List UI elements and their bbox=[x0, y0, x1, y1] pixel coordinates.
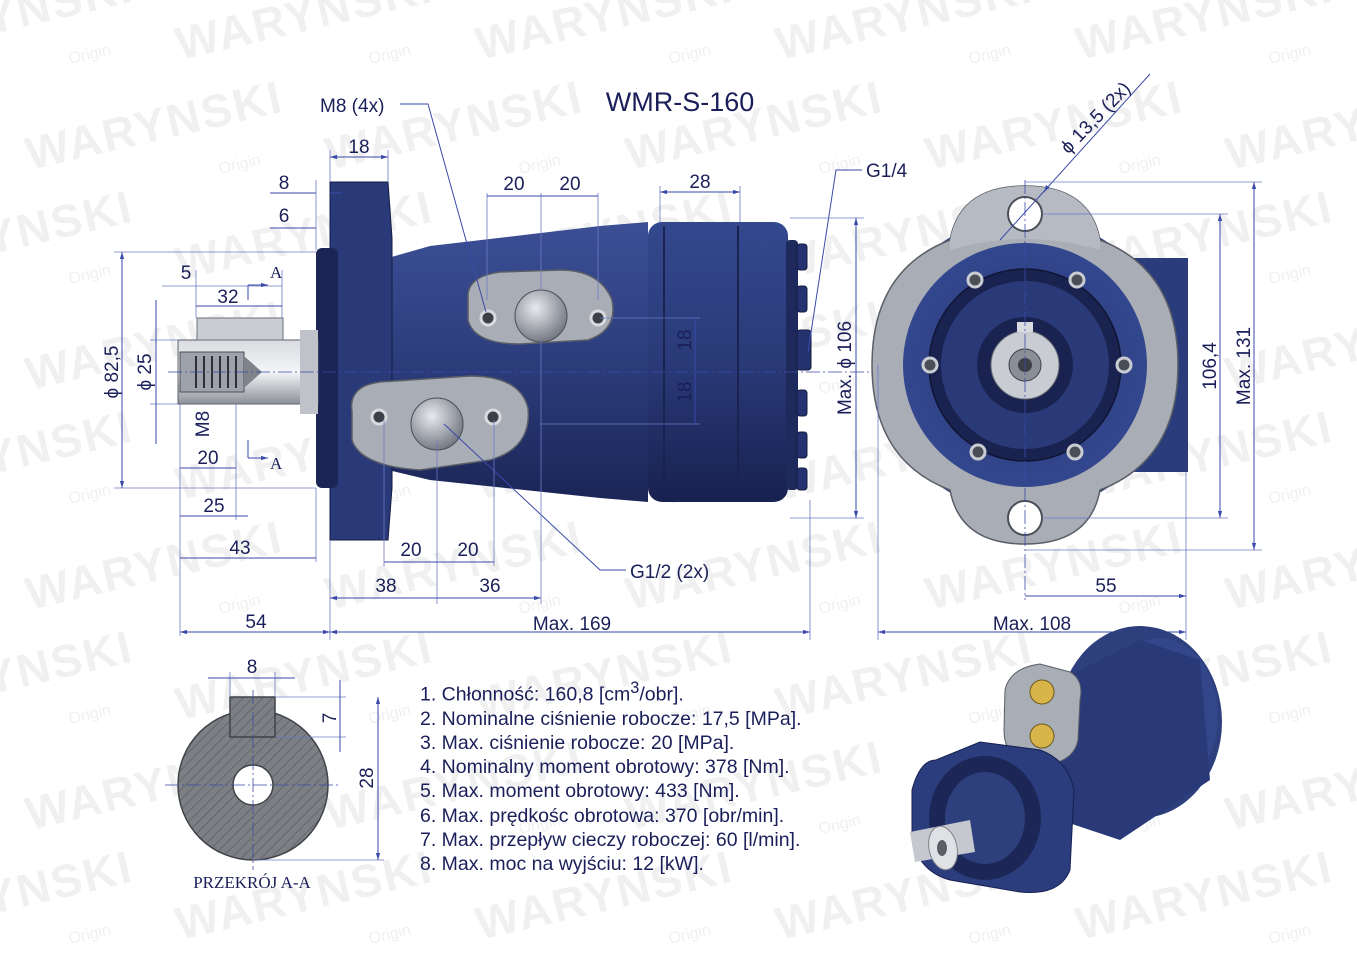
spec-item: 2. Nominalne ciśnienie robocze: 17,5 [MP… bbox=[420, 707, 802, 730]
spec-item: 8. Max. moc na wyjściu: 12 [kW]. bbox=[420, 852, 704, 875]
dim-max-108: Max. 108 bbox=[993, 614, 1071, 635]
dim-max-phi-106: Max. ϕ 106 bbox=[835, 321, 856, 415]
watermark-subtext: Origin bbox=[1267, 42, 1312, 68]
watermark-text: WARYNSKI bbox=[1221, 70, 1357, 180]
dim-38: 38 bbox=[375, 576, 396, 597]
section-marker-a-bottom: A bbox=[270, 454, 283, 473]
watermark-subtext: Origin bbox=[67, 702, 112, 728]
dim-18-a: 18 bbox=[675, 329, 696, 350]
spec-item: 5. Max. moment obrotowy: 433 [Nm]. bbox=[420, 780, 740, 803]
watermark-subtext: Origin bbox=[67, 482, 112, 508]
dim-25-low: 25 bbox=[203, 496, 224, 517]
section-title: PRZEKRÓJ A-A bbox=[193, 873, 311, 892]
dim-6: 6 bbox=[279, 206, 290, 227]
dim-max-169: Max. 169 bbox=[533, 614, 611, 635]
dim-18-top: 18 bbox=[348, 137, 369, 158]
spec-item: 4. Nominalny moment obrotowy: 378 [Nm]. bbox=[420, 756, 790, 779]
section-dim-8: 8 bbox=[247, 657, 258, 678]
section-dim-7: 7 bbox=[320, 713, 341, 724]
spec-item: 3. Max. ciśnienie robocze: 20 [MPa]. bbox=[420, 731, 735, 754]
watermark-subtext: Origin bbox=[367, 922, 412, 948]
watermark-subtext: Origin bbox=[667, 42, 712, 68]
shaft-key bbox=[196, 317, 284, 341]
section-dim-28: 28 bbox=[357, 767, 378, 788]
watermark-subtext: Origin bbox=[967, 42, 1012, 68]
section-a-a: 8 7 28 PRZEKRÓJ A-A bbox=[165, 657, 384, 892]
watermark-subtext: Origin bbox=[967, 922, 1012, 948]
dim-18-b: 18 bbox=[675, 381, 696, 402]
spec-item: 1. Chłonność: 160,8 [cm3/obr]. bbox=[420, 679, 684, 706]
stator-body bbox=[648, 222, 788, 502]
watermark-subtext: Origin bbox=[1267, 702, 1312, 728]
watermark-subtext: Origin bbox=[1267, 922, 1312, 948]
dim-32: 32 bbox=[217, 287, 238, 308]
watermark-subtext: Origin bbox=[1117, 152, 1162, 178]
dim-8: 8 bbox=[279, 173, 290, 194]
front-bolts bbox=[921, 271, 1133, 461]
watermark-subtext: Origin bbox=[367, 702, 412, 728]
dim-106-4: 106,4 bbox=[1200, 342, 1221, 390]
watermark-subtext: Origin bbox=[817, 152, 862, 178]
dim-m8-thread: M8 bbox=[193, 411, 214, 437]
dim-20-b: 20 bbox=[559, 174, 580, 195]
dim-phi-25: ϕ 25 bbox=[135, 353, 156, 390]
motor-3d-view bbox=[910, 626, 1222, 894]
dim-55: 55 bbox=[1095, 576, 1116, 597]
side-dimensions: 18 8 6 20 20 28 M8 (4x) G1/4 G1/2 (2x) 5… bbox=[102, 96, 908, 640]
specification-list: 1. Chłonność: 160,8 [cm3/obr]. 2. Nomina… bbox=[420, 676, 802, 876]
label-g14: G1/4 bbox=[866, 161, 908, 182]
section-key bbox=[229, 696, 276, 738]
dim-43: 43 bbox=[229, 538, 250, 559]
dim-20-c: 20 bbox=[400, 540, 421, 561]
watermark-subtext: Origin bbox=[67, 262, 112, 288]
dim-20-a: 20 bbox=[503, 174, 524, 195]
dim-54: 54 bbox=[245, 612, 267, 633]
watermark-subtext: Origin bbox=[667, 922, 712, 948]
dim-28: 28 bbox=[689, 172, 710, 193]
drawing-title: WMR-S-160 bbox=[606, 87, 755, 117]
dim-36: 36 bbox=[479, 576, 500, 597]
watermark-text: WARYNSKI bbox=[1221, 730, 1357, 840]
dim-20-low: 20 bbox=[197, 448, 218, 469]
dim-max-131: Max. 131 bbox=[1234, 327, 1255, 405]
port-a bbox=[514, 289, 568, 343]
watermark-subtext: Origin bbox=[67, 42, 112, 68]
watermark-subtext: Origin bbox=[367, 42, 412, 68]
watermark-subtext: Origin bbox=[817, 592, 862, 618]
watermark-subtext: Origin bbox=[1267, 482, 1312, 508]
watermark-subtext: Origin bbox=[67, 922, 112, 948]
mounting-flange bbox=[329, 181, 393, 541]
section-marker-a-top: A bbox=[270, 263, 283, 282]
watermark-subtext: Origin bbox=[1267, 262, 1312, 288]
label-g12: G1/2 (2x) bbox=[630, 562, 709, 583]
watermark-text: WARYNSKI bbox=[1221, 510, 1357, 620]
dim-5: 5 bbox=[181, 263, 192, 284]
spec-item: 6. Max. prędkośc obrotowa: 370 [obr/min]… bbox=[420, 804, 785, 827]
dim-20-d: 20 bbox=[457, 540, 478, 561]
side-view bbox=[177, 181, 812, 541]
dim-phi-82-5: ϕ 82,5 bbox=[102, 346, 123, 399]
spec-item: 7. Max. przepływ cieczy roboczej: 60 [l/… bbox=[420, 828, 801, 851]
watermark-subtext: Origin bbox=[217, 152, 262, 178]
watermark-subtext: Origin bbox=[817, 812, 862, 838]
label-m8-4x: M8 (4x) bbox=[320, 96, 384, 117]
